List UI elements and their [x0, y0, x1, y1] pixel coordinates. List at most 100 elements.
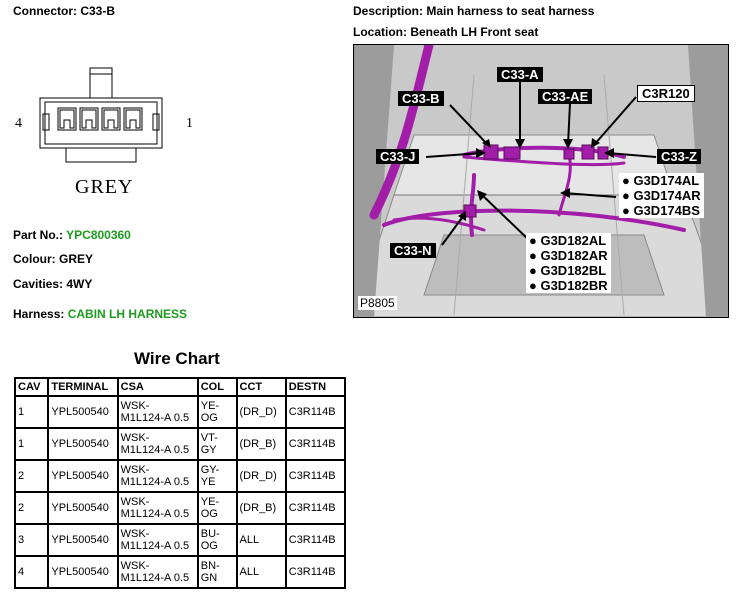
- part-number-value: YPC800360: [66, 228, 131, 242]
- cell-col: GY-YE: [196, 459, 238, 493]
- cell-cct: (DR_D): [235, 459, 287, 493]
- cell-destn: C3R114B: [284, 555, 347, 589]
- cell-csa: WSK-M1L124-A 0.5: [116, 459, 199, 493]
- cell-destn: C3R114B: [284, 523, 347, 557]
- cell-cct: ALL: [235, 523, 287, 557]
- header-terminal: TERMINAL: [47, 377, 119, 397]
- header-csa: CSA: [116, 377, 199, 397]
- callout-g3d182-group: ● G3D182AL ● G3D182AR ● G3D182BL ● G3D18…: [526, 233, 611, 293]
- connector-title: Connector: C33-B: [13, 4, 116, 18]
- cell-cct: ALL: [235, 555, 287, 589]
- cell-csa: WSK-M1L124-A 0.5: [116, 555, 199, 589]
- cell-col: YE-OG: [196, 491, 238, 525]
- cell-terminal: YPL500540: [47, 555, 119, 589]
- cell-col-line-1: YE-: [200, 400, 220, 412]
- cell-col-line-1: GY-: [200, 464, 220, 476]
- cell-destn: C3R114B: [284, 459, 347, 493]
- cell-col-line-2: GY: [200, 444, 217, 456]
- cell-col-line-1: BN-: [200, 560, 220, 572]
- callout-c33-a: C33-A: [497, 67, 543, 82]
- cell-col-line-1: YE-: [200, 496, 220, 508]
- cell-csa-line-2: M1L124-A 0.5: [120, 476, 190, 488]
- cell-csa-line-1: WSK-: [120, 464, 150, 476]
- cell-col: YE-OG: [196, 395, 238, 429]
- cell-col-line-2: OG: [200, 508, 218, 520]
- cell-terminal: YPL500540: [47, 459, 119, 493]
- cell-csa: WSK-M1L124-A 0.5: [116, 395, 199, 429]
- connector-face-diagram: [39, 67, 163, 163]
- cell-cct: (DR_D): [235, 395, 287, 429]
- cell-col: VT-GY: [196, 427, 238, 461]
- callout-g3d174-group: ● G3D174AL ● G3D174AR ● G3D174BS: [619, 173, 704, 218]
- header-col: COL: [196, 377, 238, 397]
- callout-c33-z: C33-Z: [657, 149, 702, 164]
- location-text: Location: Beneath LH Front seat: [353, 25, 539, 39]
- cell-csa-line-1: WSK-: [120, 400, 150, 412]
- part-number-label: Part No.:: [13, 228, 64, 242]
- cell-col-line-2: YE: [200, 476, 216, 488]
- callout-g3d174bs: ● G3D174BS: [622, 203, 700, 218]
- cell-col-line-1: BU-: [200, 528, 220, 540]
- callout-c33-n: C33-N: [390, 243, 436, 258]
- cell-csa-line-2: M1L124-A 0.5: [120, 444, 190, 456]
- harness-value: CABIN LH HARNESS: [67, 307, 188, 321]
- cell-col-line-2: GN: [200, 572, 218, 584]
- cavities-row: Cavities: 4WY: [13, 277, 93, 291]
- cell-cav: 1: [13, 395, 50, 429]
- cell-cav: 3: [13, 523, 50, 557]
- cell-csa-line-1: WSK-: [120, 560, 150, 572]
- cell-terminal: YPL500540: [47, 491, 119, 525]
- harness-row: Harness: CABIN LH HARNESS: [13, 307, 187, 321]
- cell-terminal: YPL500540: [47, 395, 119, 429]
- cell-csa-line-2: M1L124-A 0.5: [120, 540, 190, 552]
- pin-number-left: 4: [15, 116, 22, 131]
- cell-csa: WSK-M1L124-A 0.5: [116, 491, 199, 525]
- callout-g3d182bl: ● G3D182BL: [529, 263, 607, 278]
- cell-csa-line-1: WSK-: [120, 528, 150, 540]
- header-destn: DESTN: [284, 377, 347, 397]
- colour-row: Colour: GREY: [13, 252, 93, 266]
- cell-csa-line-2: M1L124-A 0.5: [120, 508, 190, 520]
- cell-csa: WSK-M1L124-A 0.5: [116, 523, 199, 557]
- cell-col-line-2: OG: [200, 412, 218, 424]
- cell-cct: (DR_B): [235, 491, 287, 525]
- cell-col-line-1: VT-: [200, 432, 218, 444]
- cell-csa-line-2: M1L124-A 0.5: [120, 572, 190, 584]
- callout-g3d182al: ● G3D182AL: [529, 233, 607, 248]
- callout-g3d182ar: ● G3D182AR: [529, 248, 608, 263]
- callout-c33-ae: C33-AE: [538, 89, 593, 104]
- harness-label: Harness:: [13, 307, 65, 321]
- cell-col: BU-OG: [196, 523, 238, 557]
- cell-destn: C3R114B: [284, 427, 347, 461]
- header-cav: CAV: [13, 377, 50, 397]
- cell-csa: WSK-M1L124-A 0.5: [116, 427, 199, 461]
- cell-cav: 4: [13, 555, 50, 589]
- cell-csa-line-1: WSK-: [120, 432, 150, 444]
- wire-chart-title: Wire Chart: [134, 349, 220, 368]
- cell-destn: C3R114B: [284, 491, 347, 525]
- pin-number-right: 1: [186, 116, 193, 131]
- cell-csa-line-1: WSK-: [120, 496, 150, 508]
- callout-c33-j: C33-J: [376, 149, 420, 164]
- photo-reference: P8805: [358, 296, 397, 310]
- location-photo: C33-A C33-B C33-AE C3R120 C33-J C33-Z C3…: [353, 44, 729, 318]
- cell-col: BN-GN: [196, 555, 238, 589]
- cell-col-line-2: OG: [200, 540, 218, 552]
- callout-c33-b: C33-B: [398, 91, 444, 106]
- cell-terminal: YPL500540: [47, 427, 119, 461]
- part-number-row: Part No.: YPC800360: [13, 228, 131, 242]
- cell-cav: 1: [13, 427, 50, 461]
- callout-g3d182br: ● G3D182BR: [529, 278, 608, 293]
- cell-destn: C3R114B: [284, 395, 347, 429]
- connector-colour-label: GREY: [75, 176, 134, 198]
- cell-cav: 2: [13, 491, 50, 525]
- callout-c3r120: C3R120: [637, 85, 695, 102]
- cell-terminal: YPL500540: [47, 523, 119, 557]
